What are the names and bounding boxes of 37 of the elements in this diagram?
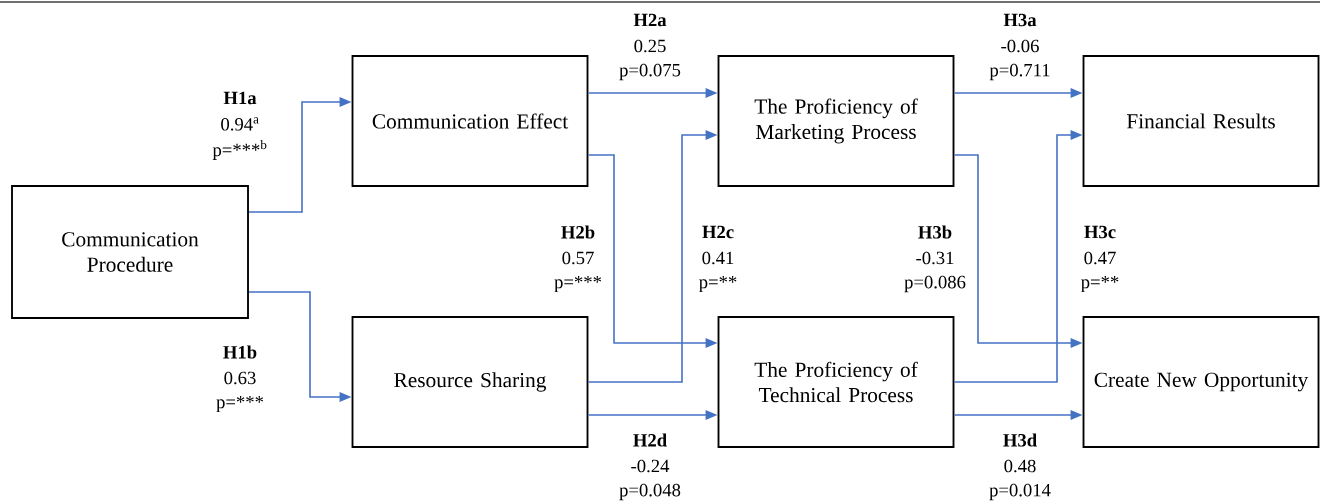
hypothesis-label: H3b	[918, 225, 952, 239]
p-value-label: p=***	[216, 395, 264, 413]
p-value-label: p=**	[1081, 275, 1119, 293]
coefficient-label: -0.24	[631, 459, 670, 473]
coefficient-label: -0.06	[1001, 39, 1039, 53]
construct-box: Financial Results	[1082, 55, 1320, 187]
hypothesis-label: H1a	[223, 91, 257, 105]
hypothesis-label: H3a	[1003, 13, 1037, 27]
hypothesis-label: H1b	[223, 345, 257, 359]
construct-box: The Proficiency of Marketing Process	[717, 55, 955, 187]
hypothesis-label: H2a	[633, 13, 667, 27]
construct-box: Communication Effect	[351, 55, 589, 187]
hypothesis-label: H2c	[702, 225, 734, 239]
p-value-label: p=0.048	[619, 483, 681, 501]
construct-box: Create New Opportunity	[1082, 316, 1320, 448]
coefficient-label: 0.47	[1084, 251, 1116, 265]
coefficient-label: 0.48	[1004, 459, 1036, 473]
p-value-label: p=***	[554, 275, 602, 293]
p-value-label: p=**	[699, 275, 737, 293]
coefficient-label: 0.25	[634, 39, 666, 53]
hypothesis-label: H3c	[1084, 225, 1116, 239]
coefficient-label: 0.94$^{a}$	[221, 117, 259, 131]
hypothesis-label: H3d	[1003, 433, 1037, 447]
p-value-label: p=0.086	[904, 275, 966, 293]
coefficient-label: 0.57	[562, 251, 594, 265]
hypothesis-label: H2b	[561, 225, 595, 239]
construct-box: The Proficiency of Technical Process	[717, 316, 955, 448]
coefficient-label: 0.41	[702, 251, 734, 265]
p-value-label: p=***$^{b}$	[212, 140, 267, 160]
p-value-label: p=0.075	[619, 63, 681, 81]
coefficient-label: 0.63	[224, 371, 256, 385]
hypothesis-label: H2d	[633, 433, 667, 447]
coefficient-label: -0.31	[916, 251, 954, 265]
p-value-label: p=0.711	[989, 63, 1050, 81]
p-value-label: p=0.014	[989, 483, 1051, 501]
construct-box: Resource Sharing	[351, 316, 589, 448]
construct-box: Communication Procedure	[11, 185, 249, 319]
